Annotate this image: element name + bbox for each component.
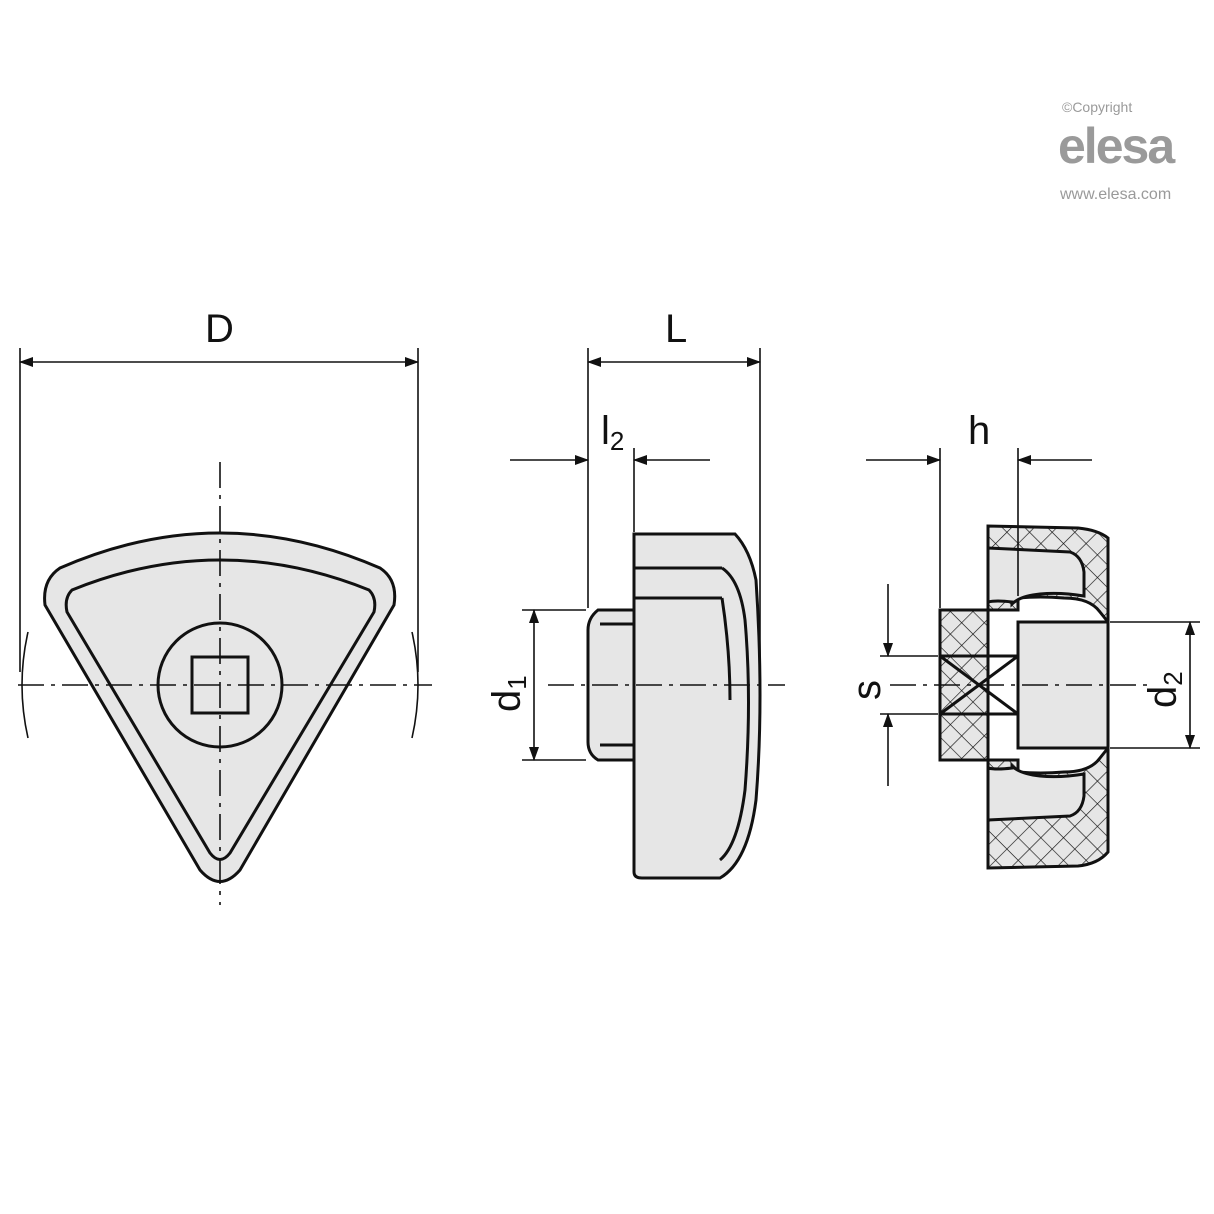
- brand-name: elesa: [1058, 118, 1176, 174]
- lower-cavity: [986, 762, 1086, 822]
- dimension-d1-label: d1: [485, 675, 532, 712]
- dimension-l2-label: l2: [601, 409, 624, 456]
- website-url: www.elesa.com: [1059, 186, 1171, 203]
- front-view: D: [18, 307, 432, 905]
- elesa-logo: ©Copyright elesa www.elesa.com: [1058, 99, 1178, 203]
- dimension-s-label: s: [845, 680, 889, 700]
- dimension-D-label: D: [205, 307, 234, 351]
- dimension-L-label: L: [665, 307, 687, 351]
- knob-inner-outline: [64, 558, 377, 861]
- dimension-h-label: h: [968, 409, 990, 453]
- knob-body-side: [632, 532, 762, 880]
- dimension-d2-label: d2: [1141, 671, 1188, 708]
- upper-cavity: [986, 546, 1086, 608]
- section-view: h s d2: [845, 409, 1200, 870]
- copyright-text: ©Copyright: [1062, 99, 1132, 115]
- side-view: L l2 d1: [485, 307, 785, 880]
